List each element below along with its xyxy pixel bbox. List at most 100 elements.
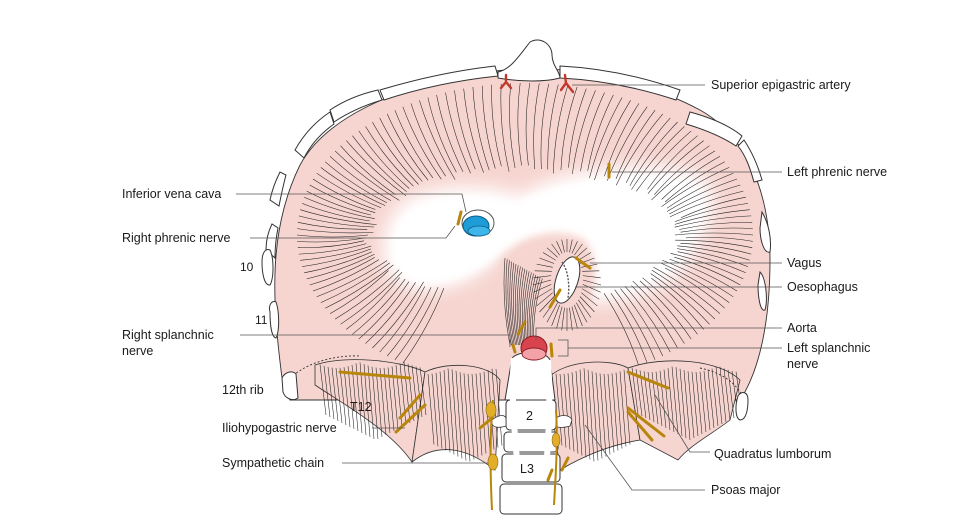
muscle-fiber [661, 167, 730, 207]
label-inferior-vena-cava: Inferior vena cava [122, 187, 221, 201]
muscle-fiber [472, 86, 490, 171]
costal-margin [261, 39, 771, 421]
arch-fiber [411, 365, 419, 420]
sympathetic-chain-right [553, 409, 558, 506]
muscle-fiber [651, 150, 716, 201]
right-crus-strip [543, 359, 553, 471]
muscle-fiber [386, 287, 432, 357]
arch-fiber [723, 368, 731, 421]
muscle-fiber [547, 84, 559, 170]
muscle-fiber [572, 90, 596, 175]
arch-fiber [675, 367, 683, 437]
right-lower-margin [289, 355, 361, 379]
sympathetic-ganglion-1 [485, 401, 497, 419]
muscle-fiber [329, 270, 389, 314]
muscle-fiber [603, 293, 640, 367]
muscle-fiber [664, 267, 725, 309]
arch-fiber [335, 367, 343, 424]
crus-fiber [574, 304, 583, 327]
arch-fiber [667, 368, 675, 433]
muscle-fiber [296, 234, 368, 238]
iliohypogastric-left-3 [398, 393, 422, 420]
muscle-fiber [509, 83, 516, 169]
arch-fiber [415, 366, 423, 418]
arch-fiber [455, 370, 463, 459]
right-crus [498, 232, 596, 329]
muscle-fiber [394, 286, 439, 360]
crus-fiber [574, 243, 583, 256]
muscle-fiber [674, 209, 750, 225]
arch-fiber [383, 367, 391, 434]
muscle-fiber [298, 243, 367, 255]
muscle-fiber [304, 196, 375, 219]
arch-fiber [463, 373, 471, 462]
iliohypogastric-left-1 [338, 370, 412, 380]
rib-12-tip [281, 371, 299, 401]
arch-fiber [327, 366, 335, 420]
arch-fiber [495, 368, 503, 446]
muscle-fiber [394, 110, 434, 179]
label-right-phrenic-nerve: Right phrenic nerve [122, 231, 230, 245]
label-quadratus-lumborum: Quadratus lumborum [714, 447, 831, 461]
right-costal-cartilage-2 [329, 89, 383, 123]
muscle-fiber [320, 167, 386, 206]
muscle-fiber [661, 156, 721, 200]
iliohypogastric-right-3 [626, 410, 654, 442]
leader-lines [236, 84, 782, 491]
left-lower-margin [699, 367, 743, 396]
muscle-fiber [631, 285, 678, 349]
label-12th-rib: 12th rib [222, 383, 264, 397]
iliohypogastric-left-2 [394, 403, 427, 434]
muscle-fiber [304, 251, 373, 274]
arch-fiber [587, 369, 595, 462]
label-rib-11: 11 [255, 313, 268, 327]
label-iliohypogastric-nerve: Iliohypogastric nerve [222, 421, 337, 435]
left-costal-cartilage-4 [759, 210, 771, 253]
arch-fiber [691, 371, 699, 437]
labels: Superior epigastric artery Left phrenic … [122, 78, 887, 497]
muscle-fiber [312, 259, 380, 292]
muscle-fiber [379, 117, 423, 182]
muscle-fiber [624, 286, 671, 353]
left-costal-cartilage-1 [559, 65, 681, 101]
muscle-fiber [674, 232, 754, 236]
muscle-fiber [309, 184, 376, 213]
crus-fiber [579, 296, 595, 313]
arch-fiber [575, 370, 583, 456]
right-costal-cartilage-3 [294, 111, 335, 159]
muscle-fiber [365, 282, 416, 344]
arch-fiber [431, 373, 439, 447]
muscle-fiber [482, 85, 496, 169]
muscle-fiber [427, 97, 457, 173]
rib-10-cartilage [261, 249, 274, 286]
xiphoid [497, 39, 561, 82]
muscle-fiber [300, 245, 372, 261]
arch-fiber [655, 371, 663, 427]
muscle-fiber [580, 92, 605, 172]
arch-fiber [683, 370, 691, 441]
arch-fiber [367, 365, 375, 440]
inferior-vena-cava [461, 209, 495, 237]
arch-fiber [387, 367, 395, 432]
muscle-fiber [372, 281, 424, 349]
arch-fiber [659, 370, 667, 429]
muscle-fiber [533, 83, 540, 170]
label-right-splanchnic-line2: nerve [122, 344, 153, 358]
vagus-nerve [574, 256, 592, 270]
iliohypogastric-right-2 [626, 406, 666, 438]
muscle-fiber [669, 190, 744, 218]
muscle-fiber [297, 237, 366, 243]
arch-fiber [707, 369, 715, 429]
label-psoas-major: Psoas major [711, 483, 780, 497]
muscle-fiber [604, 103, 640, 177]
muscle-fiber [402, 288, 445, 364]
right-phrenic-nerve [456, 210, 463, 226]
label-aorta: Aorta [787, 321, 817, 335]
left-costal-cartilage-2 [685, 111, 743, 147]
label-vagus: Vagus [787, 256, 822, 270]
iliohypogastric-right-1 [626, 370, 670, 390]
oesophageal-nerve [548, 288, 562, 309]
crus-fiber [582, 288, 600, 300]
muscle-fiber [309, 257, 375, 286]
muscle-fiber [329, 156, 392, 201]
